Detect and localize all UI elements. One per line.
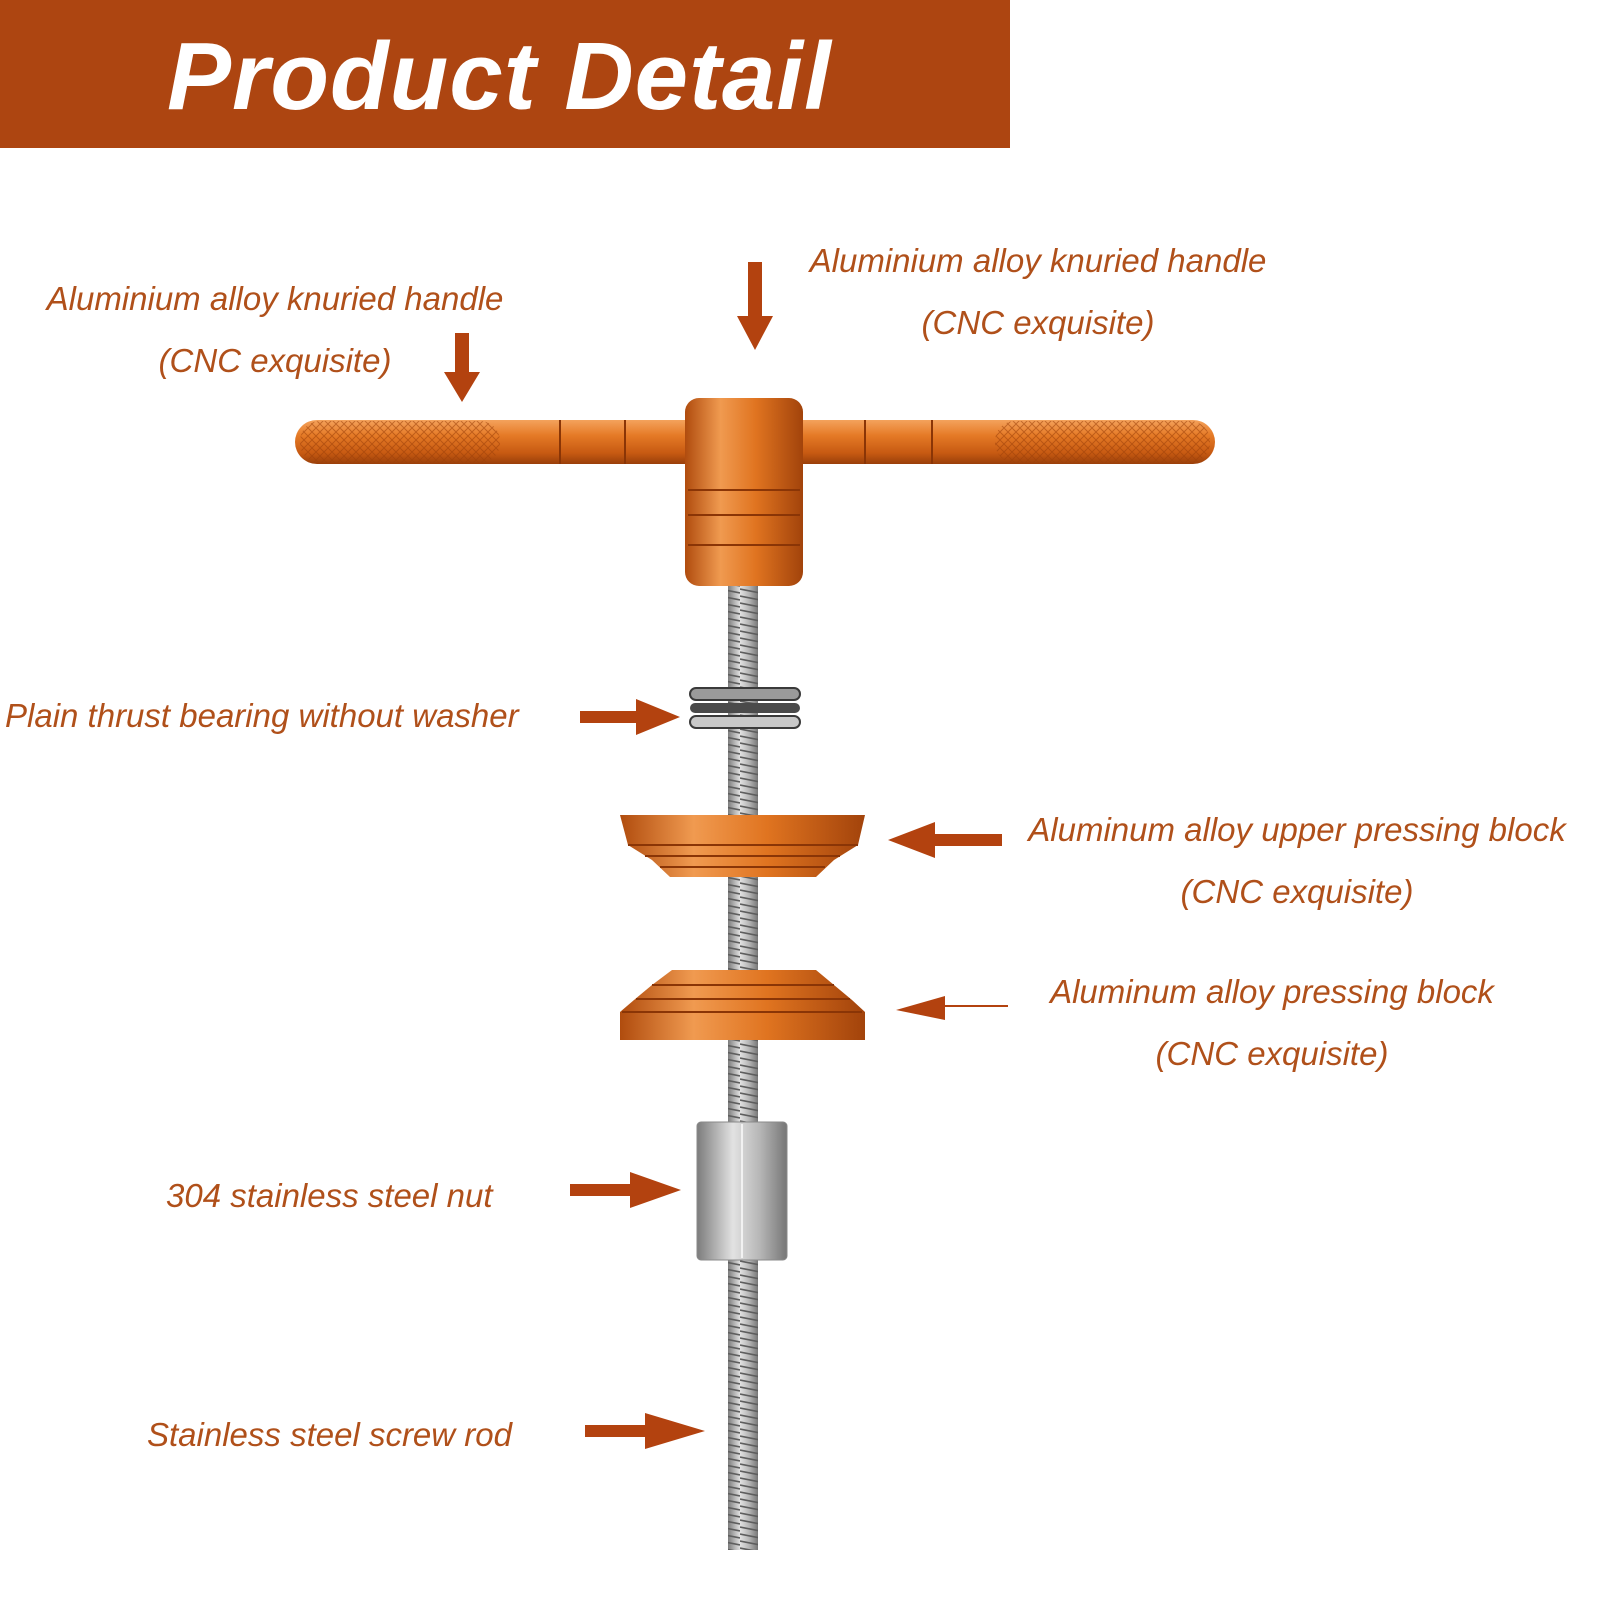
- callout-line: (CNC exquisite): [921, 304, 1155, 341]
- callout-line: 304 stainless steel nut: [166, 1177, 493, 1214]
- callout-rod: Stainless steel screw rod: [147, 1415, 512, 1455]
- callout-handle-right: Aluminium alloy knuried handle (CNC exqu…: [788, 241, 1288, 343]
- thrust-bearing: [689, 687, 801, 729]
- callout-lower-block: Aluminum alloy pressing block (CNC exqui…: [1022, 972, 1522, 1074]
- callout-line: (CNC exquisite): [1180, 873, 1414, 910]
- callout-line: (CNC exquisite): [1155, 1035, 1389, 1072]
- callout-line: Plain thrust bearing without washer: [5, 697, 519, 734]
- callout-bearing: Plain thrust bearing without washer: [5, 696, 519, 736]
- title-banner: Product Detail: [0, 0, 1010, 148]
- callout-line: Aluminium alloy knuried handle: [46, 280, 504, 317]
- callout-handle-left: Aluminium alloy knuried handle (CNC exqu…: [25, 279, 525, 381]
- lower-pressing-block: [620, 970, 865, 1040]
- callout-upper-block: Aluminum alloy upper pressing block (CNC…: [1003, 810, 1591, 912]
- callout-line: Aluminium alloy knuried handle: [809, 242, 1267, 279]
- upper-pressing-block: [620, 815, 865, 877]
- callout-line: (CNC exquisite): [158, 342, 392, 379]
- callout-line: Stainless steel screw rod: [147, 1416, 512, 1453]
- callout-nut: 304 stainless steel nut: [166, 1176, 493, 1216]
- screw-rod: [728, 580, 758, 1550]
- solid-arrow-icon: [444, 262, 1008, 1449]
- hex-nut: [696, 1121, 788, 1261]
- callout-line: Aluminum alloy upper pressing block: [1028, 811, 1566, 848]
- handle-hub: [685, 398, 803, 586]
- callout-line: Aluminum alloy pressing block: [1050, 973, 1494, 1010]
- page-title: Product Detail: [167, 23, 832, 130]
